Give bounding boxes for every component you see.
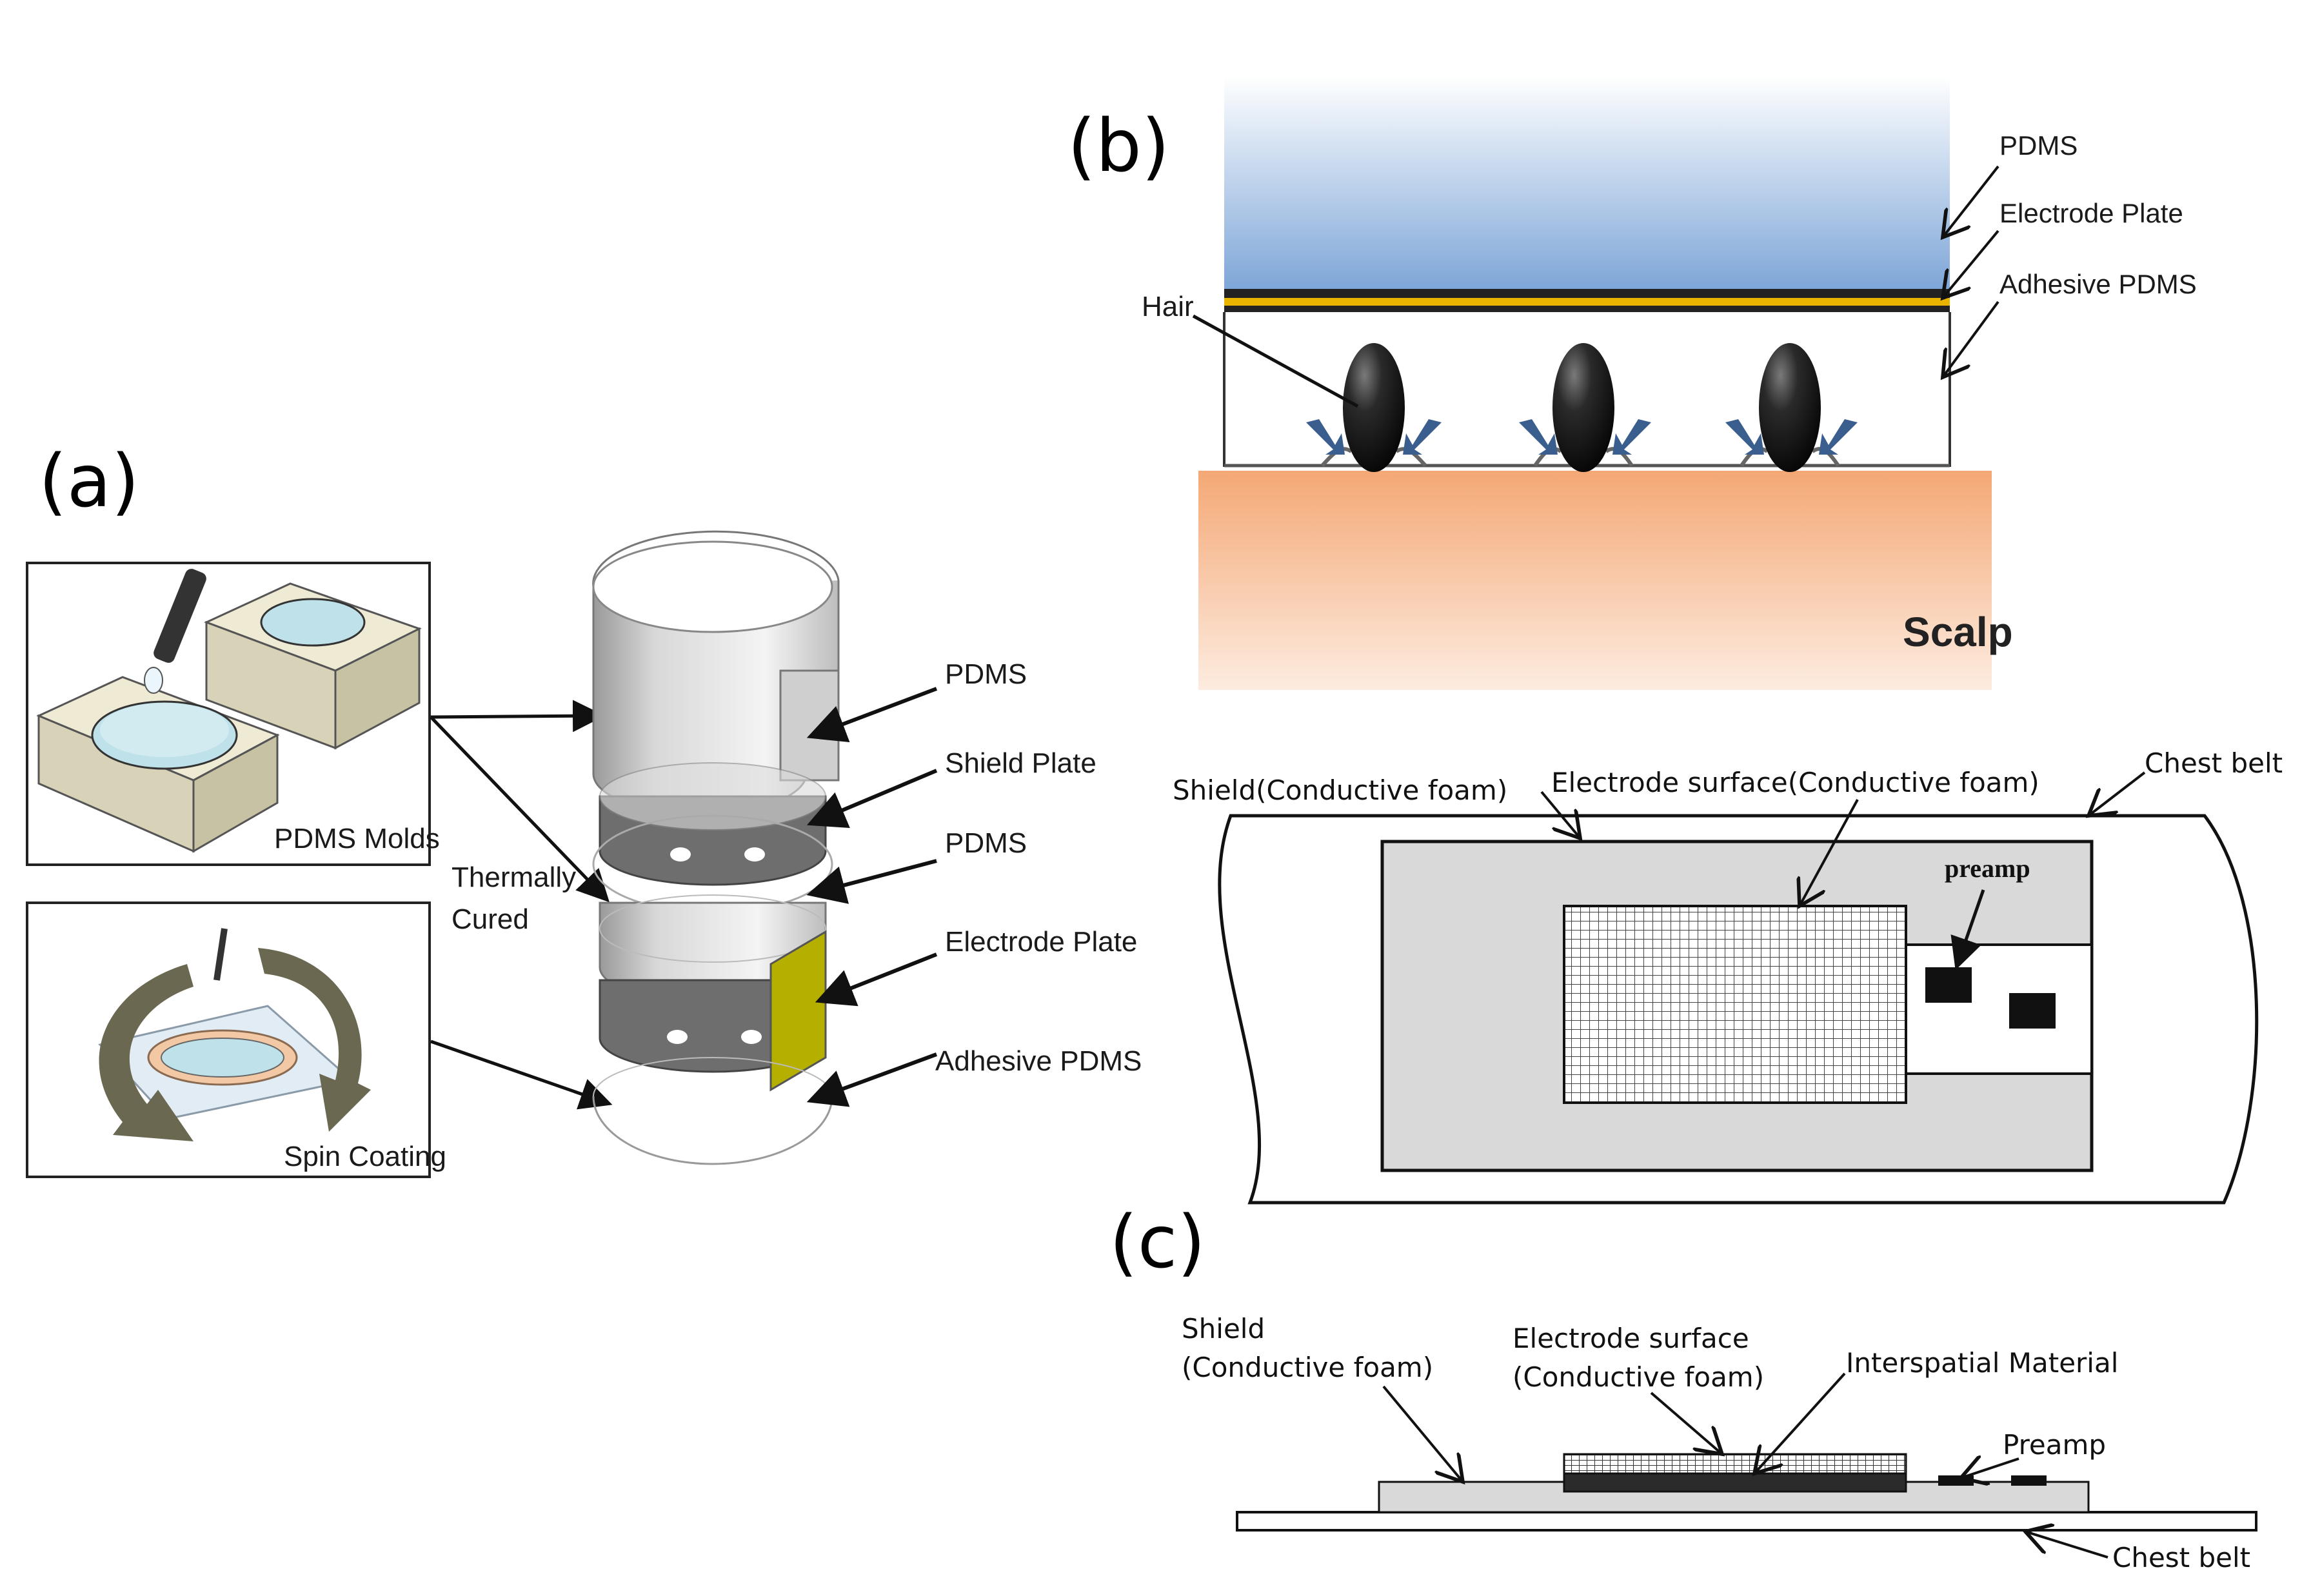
panel-b-layer-label-2: Electrode Plate (1999, 198, 2183, 228)
preamp-label-side: Preamp (2003, 1429, 2106, 1461)
spin-coating-caption: Spin Coating (284, 1141, 446, 1172)
pdms-molds-caption: PDMS Molds (274, 823, 440, 854)
preamp-chip-icon (1925, 967, 1972, 1003)
panel-a-layer-label-1: PDMS (945, 658, 1027, 690)
pdms-molds-box: PDMS Molds (26, 562, 440, 866)
panel-b-layer-label-1: PDMS (1999, 130, 2078, 161)
panel-c-top-view: preamp Shield(Conductive foam) Electrode… (1173, 747, 2283, 1205)
electrode-surface-mesh (1563, 905, 1907, 1104)
hair-strands (1320, 343, 1840, 472)
electrode-label-top: Electrode surface(Conductive foam) (1551, 767, 2039, 798)
adhesive-pdms-layer (592, 1096, 833, 1165)
panel-a-layer-label-3: PDMS (945, 827, 1027, 859)
panel-a-layer-label-4: Electrode Plate (945, 926, 1137, 958)
left-mold-illustration (36, 676, 280, 853)
electrode-plate-tab (769, 930, 827, 1092)
panel-b-callouts (1943, 165, 1999, 377)
belt-callout-line-top (2088, 771, 2146, 816)
hair-callout-line (1192, 314, 1359, 408)
panel-c-letter: (c) (1109, 1201, 1205, 1285)
panel-a: (a) PDMS Molds (26, 440, 1142, 1178)
preamp-area (1905, 943, 2093, 1075)
thermally-label: Thermally (451, 862, 576, 893)
spin-arrow-left-icon (99, 964, 193, 1141)
spin-dropper-icon (213, 928, 228, 981)
process-arrows (430, 700, 613, 1110)
interspatial-material-side (1563, 1472, 1907, 1493)
exploded-electrode-stack (592, 530, 840, 1165)
preamp-chip-icon (2011, 1475, 2047, 1486)
electrode-plate-strip (1224, 289, 1950, 298)
preamp-label-top: preamp (1945, 854, 2030, 883)
electrode-label-side-1: Electrode surface (1513, 1323, 1749, 1354)
electrode-label-side-2: (Conductive foam) (1513, 1361, 1764, 1393)
panel-a-letter: (a) (39, 440, 139, 524)
shield-label-side-2: (Conductive foam) (1182, 1352, 1433, 1383)
top-pdms-layer (592, 530, 840, 815)
preamp-chip-icon (1938, 1475, 1974, 1486)
interspatial-label: Interspatial Material (1846, 1347, 2118, 1379)
panel-a-layer-label-2: Shield Plate (945, 747, 1096, 779)
hair-label: Hair (1142, 291, 1194, 322)
pressure-arrows (1306, 419, 1858, 455)
shield-plate-layer (599, 762, 827, 886)
pdms-block (1224, 76, 1950, 289)
panel-c-side-view: (c) Shield (Conductive foam) Electrode s… (1109, 1201, 2257, 1573)
electrode-mesh-side (1563, 1453, 1907, 1475)
chest-belt-strip (1236, 1511, 2257, 1532)
chest-belt-label-side: Chest belt (2112, 1542, 2250, 1573)
spin-coating-box: Spin Coating (26, 901, 446, 1178)
electrode-callout-line (1800, 799, 1859, 906)
dropper-icon (144, 569, 206, 694)
shield-label-side-1: Shield (1182, 1313, 1265, 1345)
panel-a-callouts (806, 687, 938, 1107)
cured-label: Cured (451, 903, 529, 935)
scalp-label: Scalp (1903, 609, 2013, 655)
panel-b-letter: (b) (1067, 104, 1169, 188)
panel-b-layer-label-3: Adhesive PDMS (1999, 269, 2197, 299)
panel-c-side-callouts (1382, 1372, 2108, 1559)
spin-arrow-right-icon (258, 948, 371, 1132)
preamp-chip-icon (2009, 993, 2056, 1029)
panel-a-layer-label-5: Adhesive PDMS (935, 1045, 1142, 1077)
panel-b: (b) (1067, 76, 2197, 690)
shield-label-top: Shield(Conductive foam) (1173, 774, 1507, 806)
scalp-block (1198, 471, 1992, 690)
right-mold-illustration (204, 582, 422, 750)
chest-belt-label-top: Chest belt (2145, 747, 2283, 779)
shield-callout-line (1540, 791, 1580, 838)
